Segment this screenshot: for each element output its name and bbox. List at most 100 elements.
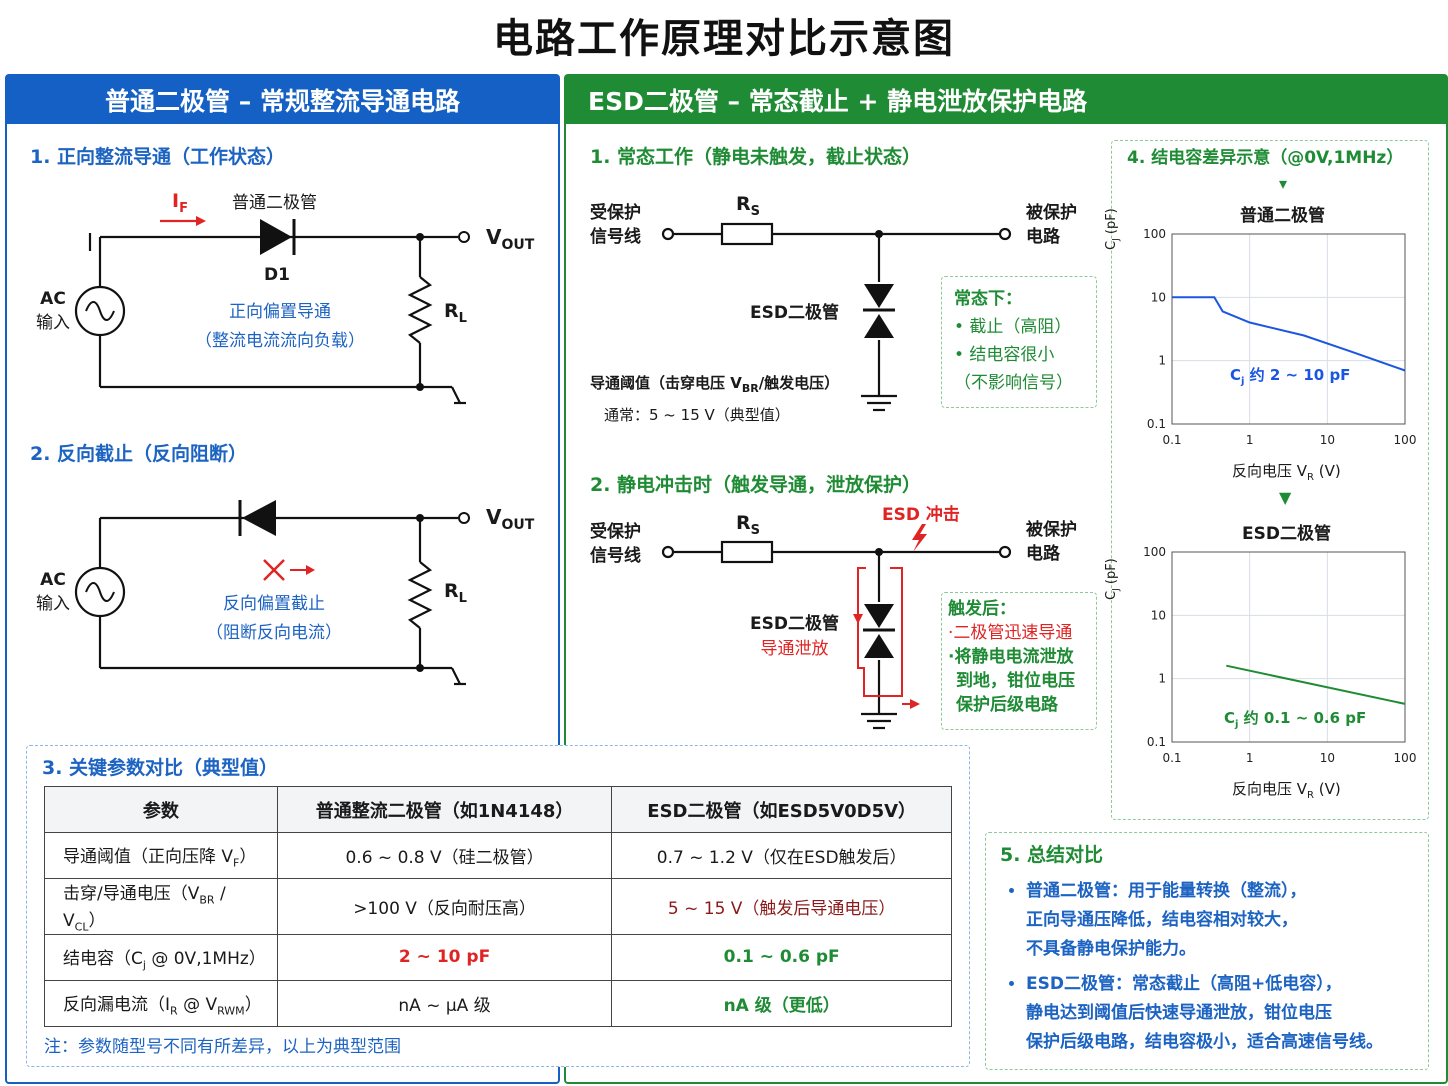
right-panel-header-text: ESD二极管 – 常态截止 + 静电泄放保护电路 bbox=[588, 87, 1088, 116]
chart-x-tick-label: 100 bbox=[1394, 751, 1417, 765]
triggered-state-note: 触发后： ·二极管迅速导通 ·将静电电流泄放 到地，钳位电压 保护后级电路 bbox=[941, 592, 1097, 730]
chart-y-tick-label: 10 bbox=[1151, 290, 1166, 304]
rs-label-2: RS bbox=[736, 512, 761, 538]
chart-y-tick-label: 10 bbox=[1151, 608, 1166, 622]
chart-y-tick-label: 1 bbox=[1158, 672, 1166, 686]
ac-input-label-1: AC 输入 bbox=[36, 289, 70, 333]
params-title: 3. 关键参数对比（典型值） bbox=[42, 757, 279, 779]
table-header-cell: 参数 bbox=[44, 786, 278, 833]
param-name-cell: 导通阈值（正向压降 VF） bbox=[44, 832, 278, 879]
arrow-down-icon-1: ▾ bbox=[1279, 174, 1288, 193]
summary-section bbox=[985, 832, 1429, 1070]
protected-circuit-label-1: 被保护电路 bbox=[1026, 203, 1077, 247]
ac-input-label-2: AC 输入 bbox=[36, 570, 70, 614]
chart-x-tick-label: 100 bbox=[1394, 433, 1417, 447]
table-header-row: 参数 普通整流二极管（如1N4148） ESD二极管（如ESD5V0D5V） bbox=[44, 786, 952, 833]
chart-x-tick-label: 10 bbox=[1320, 751, 1335, 765]
normal-state-note: 常态下： • 截止（高阻） • 结电容很小 （不影响信号） bbox=[941, 276, 1097, 408]
chart-x-tick-label: 0.1 bbox=[1162, 433, 1181, 447]
protected-line-label-2: 受保护信号线 bbox=[590, 522, 641, 566]
lightning-icon bbox=[912, 524, 927, 552]
left-panel-header: 普通二极管 – 常规整流导通电路 bbox=[7, 76, 558, 124]
chart-series-line bbox=[1226, 664, 1406, 705]
capacitance-section bbox=[1111, 140, 1429, 820]
blocked-x-icon bbox=[263, 559, 308, 581]
right-panel: ESD二极管 – 常态截止 + 静电泄放保护电路 bbox=[564, 74, 1448, 1084]
current-if-label: IF bbox=[172, 190, 188, 216]
summary-item-esd: ESD二极管：常态截止（高阻+低电容）， 静电达到阈值后快速导通泄放，钳位电压 … bbox=[1026, 970, 1424, 1057]
esd-diode-label-2: ESD二极管 导通泄放 bbox=[750, 614, 839, 659]
diode-d1-icon bbox=[260, 219, 296, 255]
esd-diode-icon bbox=[863, 284, 895, 338]
esd-value-cell: 0.1 ~ 0.6 pF bbox=[611, 933, 952, 981]
param-name-cell: 击穿/导通电压（VBR / VCL） bbox=[44, 878, 278, 935]
params-table: 参数 普通整流二极管（如1N4148） ESD二极管（如ESD5V0D5V） 导… bbox=[44, 786, 952, 1027]
discharge-path-arrows bbox=[857, 567, 912, 705]
diode-type-label: 普通二极管 bbox=[232, 193, 317, 213]
left-panel: 普通二极管 – 常规整流导通电路 bbox=[5, 74, 560, 1084]
left-panel-header-text: 普通二极管 – 常规整流导通电路 bbox=[105, 87, 460, 116]
table-header-cell: ESD二极管（如ESD5V0D5V） bbox=[611, 786, 952, 833]
chart-x-tick-label: 1 bbox=[1246, 751, 1254, 765]
chart-plot-frame bbox=[1171, 233, 1406, 425]
ac-source-icon bbox=[74, 285, 126, 337]
chart2-xlabel: 反向电压 VR (V) bbox=[1232, 780, 1341, 801]
table-row: 结电容（Cj @ 0V,1MHz） 2 ~ 10 pF 0.1 ~ 0.6 pF bbox=[44, 933, 952, 981]
summary-list: 普通二极管：用于能量转换（整流）， 正向导通压降低，结电容相对较大， 不具备静电… bbox=[1004, 877, 1424, 1063]
chart2-title: ESD二极管 bbox=[1242, 524, 1331, 544]
right-sec2-title: 2. 静电冲击时（触发导通，泄放保护） bbox=[590, 474, 922, 496]
esd-diode-label-1: ESD二极管 bbox=[750, 303, 839, 323]
chart-y-tick-label: 100 bbox=[1143, 545, 1166, 559]
rs-label-1: RS bbox=[736, 193, 761, 219]
right-sec5-title: 5. 总结对比 bbox=[1000, 844, 1104, 866]
normal-value-cell: >100 V（反向耐压高） bbox=[276, 878, 613, 935]
chart1-ylabel: CJ (pF) bbox=[1104, 208, 1122, 250]
table-header-cell: 普通整流二极管（如1N4148） bbox=[276, 786, 613, 833]
current-arrow-icon bbox=[160, 216, 206, 226]
right-sec1-title: 1. 常态工作（静电未触发，截止状态） bbox=[590, 146, 922, 168]
esd-diode-icon-2 bbox=[863, 604, 895, 658]
chart1-xlabel: 反向电压 VR (V) bbox=[1232, 462, 1341, 483]
capacitance-chart-esd: 100 10 1 0.1 0.1 1 10 100 bbox=[1143, 545, 1417, 765]
reverse-caption: 反向偏置截止 （阻断反向电流） bbox=[206, 594, 342, 643]
params-footnote: 注：参数随型号不同有所差异，以上为典型范围 bbox=[44, 1037, 401, 1057]
vout-label-2: VOUT bbox=[486, 505, 535, 533]
threshold-note: 导通阈值（击穿电压 VBR/触发电压） 通常：5 ~ 15 V（典型值） bbox=[590, 374, 840, 424]
chart-series-line bbox=[1172, 296, 1406, 372]
esd-triggered-circuit-diagram bbox=[661, 524, 1012, 730]
normal-value-cell: nA ~ μA 级 bbox=[276, 979, 613, 1027]
chart1-annotation: Cj 约 2 ~ 10 pF bbox=[1230, 366, 1351, 387]
right-panel-header: ESD二极管 – 常态截止 + 静电泄放保护电路 bbox=[566, 76, 1446, 124]
esd-normal-circuit-diagram bbox=[661, 222, 1012, 412]
esd-value-cell: 0.7 ~ 1.2 V（仅在ESD触发后） bbox=[611, 832, 952, 879]
chart-x-tick-label: 0.1 bbox=[1162, 751, 1181, 765]
rl-label-2: RL bbox=[444, 580, 467, 606]
left-sec2-title: 2. 反向截止（反向阻断） bbox=[30, 443, 248, 465]
chart-y-tick-label: 0.1 bbox=[1147, 735, 1166, 749]
chart-y-tick-label: 1 bbox=[1158, 354, 1166, 368]
protected-line-label-1: 受保护信号线 bbox=[590, 203, 641, 247]
forward-circuit-diagram bbox=[74, 216, 470, 405]
table-row: 击穿/导通电压（VBR / VCL） >100 V（反向耐压高） 5 ~ 15 … bbox=[44, 878, 952, 935]
chart-plot-frame bbox=[1171, 551, 1406, 743]
summary-item-normal: 普通二极管：用于能量转换（整流）， 正向导通压降低，结电容相对较大， 不具备静电… bbox=[1026, 877, 1424, 964]
ac-source-icon-2 bbox=[74, 566, 126, 618]
page-title: 电路工作原理对比示意图 bbox=[493, 16, 955, 62]
esd-strike-label: ESD 冲击 bbox=[882, 505, 960, 525]
left-sec1-title: 1. 正向整流导通（工作状态） bbox=[30, 146, 286, 168]
reverse-circuit-diagram bbox=[74, 500, 470, 686]
param-name-cell: 结电容（Cj @ 0V,1MHz） bbox=[44, 933, 278, 981]
rl-label-1: RL bbox=[444, 300, 467, 326]
protected-circuit-label-2: 被保护电路 bbox=[1026, 520, 1077, 564]
chart-y-tick-label: 100 bbox=[1143, 227, 1166, 241]
chart2-annotation: Cj 约 0.1 ~ 0.6 pF bbox=[1224, 709, 1367, 730]
esd-value-cell: nA 级（更低） bbox=[611, 979, 952, 1027]
chart2-ylabel: CJ (pF) bbox=[1104, 558, 1122, 600]
esd-value-cell: 5 ~ 15 V（触发后导通电压） bbox=[611, 878, 952, 935]
diode-ref-label: D1 bbox=[264, 265, 290, 285]
table-row: 反向漏电流（IR @ VRWM） nA ~ μA 级 nA 级（更低） bbox=[44, 979, 952, 1027]
right-sec4-title: 4. 结电容差异示意（@0V,1MHz） bbox=[1127, 148, 1404, 168]
normal-value-cell: 0.6 ~ 0.8 V（硅二极管） bbox=[276, 832, 613, 879]
arrow-down-icon-2: ▼ bbox=[1279, 488, 1292, 507]
